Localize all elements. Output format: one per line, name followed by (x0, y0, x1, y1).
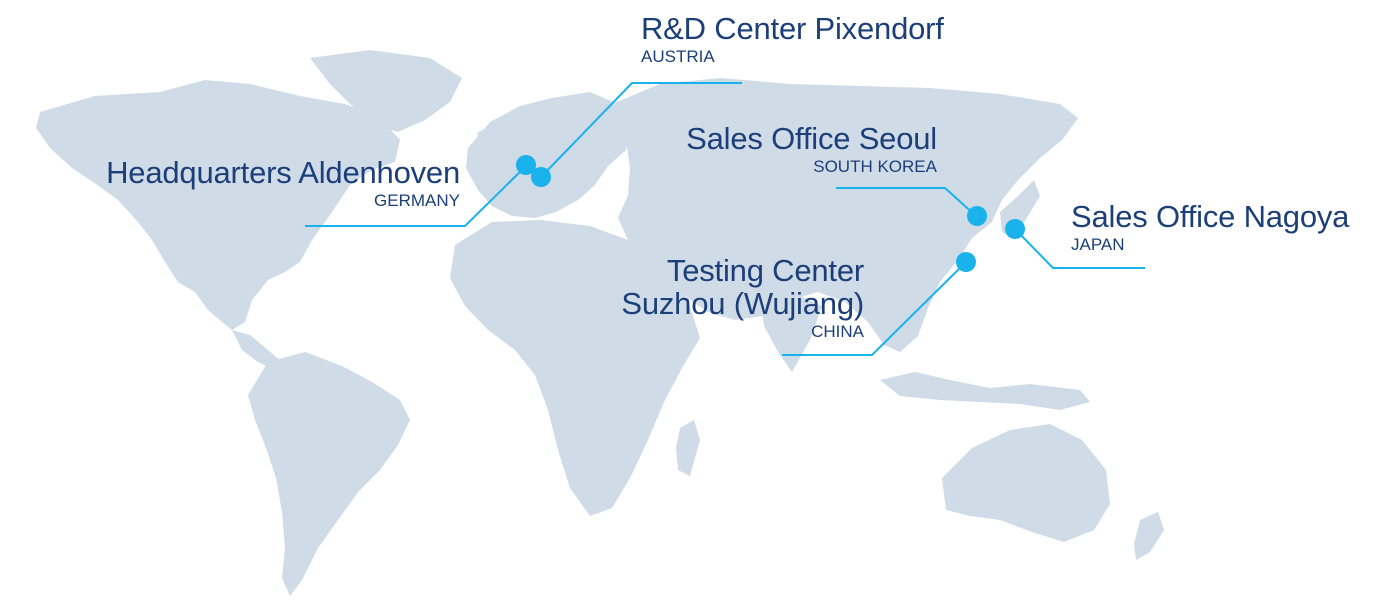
title-seoul: Sales Office Seoul (686, 121, 937, 156)
asia (612, 78, 1078, 352)
title-nagoya: Sales Office Nagoya (1071, 199, 1350, 234)
leader-line-pixendorf (540, 82, 742, 178)
marker-nagoya[interactable] (1005, 219, 1025, 239)
label-nagoya[interactable]: Sales Office Nagoya JAPAN (1071, 200, 1391, 255)
australia (942, 424, 1110, 542)
central-america (232, 330, 282, 370)
location-markers (516, 155, 1025, 272)
marker-seoul[interactable] (967, 206, 987, 226)
leader-line-nagoya (1014, 228, 1145, 269)
country-pixendorf: AUSTRIA (641, 47, 715, 66)
southeast-asia-islands (880, 372, 1090, 410)
country-aldenhoven: GERMANY (374, 191, 460, 210)
title-pixendorf: R&D Center Pixendorf (641, 11, 944, 46)
marker-suzhou[interactable] (956, 252, 976, 272)
greenland (310, 50, 462, 132)
africa (450, 220, 700, 516)
title-aldenhoven: Headquarters Aldenhoven (106, 155, 460, 190)
title-suzhou-line2: Suzhou (Wujiang) (621, 286, 864, 321)
british-isles (476, 126, 500, 160)
madagascar (676, 420, 700, 476)
title-suzhou-line1: Testing Center (666, 253, 864, 288)
europe (466, 92, 630, 218)
leader-line-seoul (836, 187, 977, 217)
north-america (36, 80, 400, 330)
landmass-group (36, 50, 1164, 596)
label-pixendorf[interactable]: R&D Center Pixendorf AUSTRIA (641, 12, 1021, 67)
country-suzhou: CHINA (811, 322, 864, 341)
new-zealand (1134, 512, 1164, 560)
leader-line-aldenhoven (305, 165, 527, 227)
south-america (248, 352, 410, 596)
leader-lines (305, 82, 1145, 356)
country-seoul: SOUTH KOREA (813, 157, 937, 176)
label-seoul[interactable]: Sales Office Seoul SOUTH KOREA (600, 122, 937, 177)
marker-aldenhoven[interactable] (516, 155, 536, 175)
label-aldenhoven[interactable]: Headquarters Aldenhoven GERMANY (40, 156, 460, 211)
india (760, 296, 822, 372)
marker-pixendorf[interactable] (531, 167, 551, 187)
label-suzhou[interactable]: Testing Center Suzhou (Wujiang) CHINA (560, 254, 864, 342)
country-nagoya: JAPAN (1071, 235, 1125, 254)
leader-line-suzhou (782, 261, 967, 356)
